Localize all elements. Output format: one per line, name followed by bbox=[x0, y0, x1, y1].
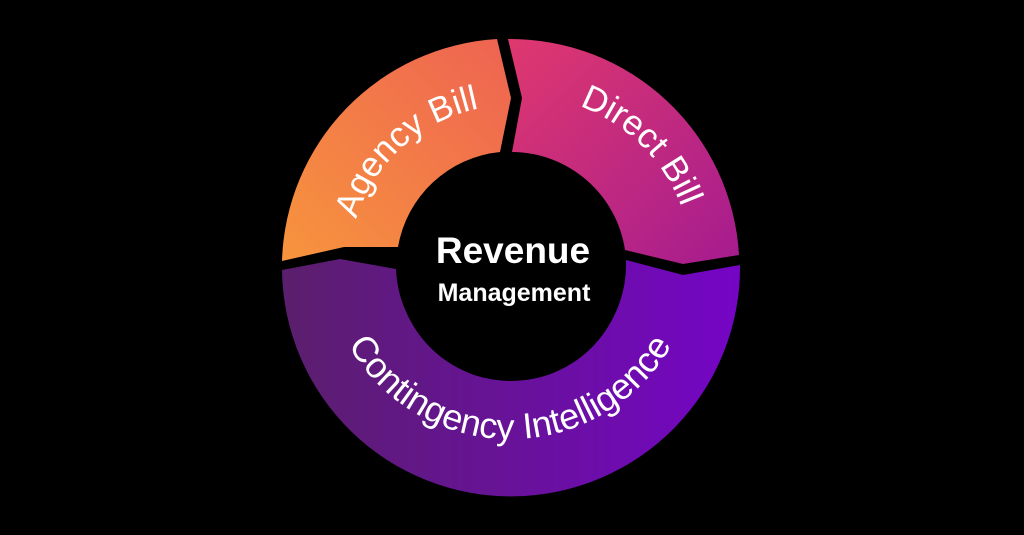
segment-contingency-intelligence-shape bbox=[282, 259, 741, 497]
center-hole bbox=[397, 153, 625, 381]
center-hub: Revenue Management bbox=[397, 153, 625, 381]
center-title: Revenue bbox=[436, 230, 590, 271]
segment-contingency-intelligence[interactable]: Contingency Intelligence bbox=[282, 259, 741, 497]
center-subtitle: Management bbox=[438, 279, 591, 307]
segment-direct-bill[interactable]: Direct Bill bbox=[508, 38, 739, 265]
segment-direct-bill-shape bbox=[508, 38, 739, 265]
segment-agency-bill-shape bbox=[282, 39, 511, 261]
